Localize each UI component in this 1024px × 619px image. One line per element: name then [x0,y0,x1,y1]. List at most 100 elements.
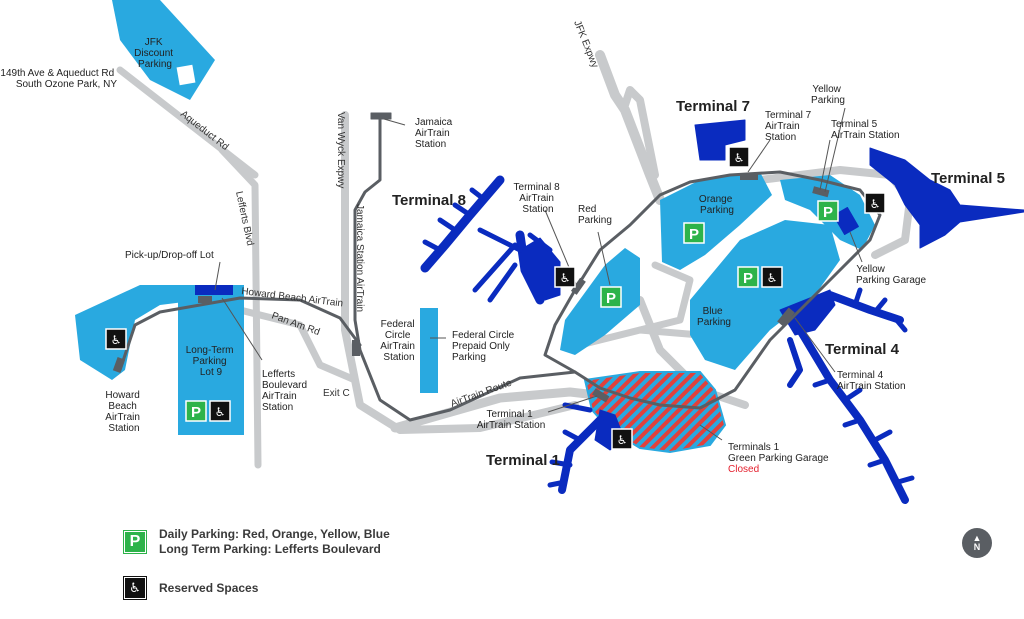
accessible-icon: ♿ [209,400,231,422]
t7-station-label: Terminal 7 AirTrain Station [765,110,814,143]
accessible-icon: ♿ [554,266,576,288]
station-markers [112,173,830,403]
legend-parking-row: P Daily Parking: Red, Orange, Yellow, Bl… [123,527,390,557]
lefferts-station-label: Lefferts Boulevard AirTrain Station [262,369,310,413]
terminal-8-building [420,175,561,305]
yellow-garage-label: Yellow Parking Garage [856,264,926,286]
jfk-expwy [595,50,665,205]
orange-lot [660,172,772,270]
green-garage-status: Closed [728,464,759,475]
terminal-7-label: Terminal 7 [676,98,750,115]
legend-reserved-row: ♿ Reserved Spaces [123,576,390,600]
address-label: 149th Ave & Aqueduct Rd South Ozone Park… [0,68,117,90]
terminal-8-label: Terminal 8 [392,192,466,209]
federal-circle-lot [420,308,438,393]
legend-reserved: Reserved Spaces [159,580,259,595]
t8-station-label: Terminal 8 AirTrain Station [514,182,563,215]
parking-icon: P [185,400,207,422]
federal-station-label: Federal Circle AirTrain Station [380,319,417,363]
t8-station-marker [570,277,586,295]
yellow-lot-label: Yellow Parking [811,84,845,106]
discount-lot-label: JFK Discount Parking [134,37,176,70]
accessible-icon: ♿ [761,266,783,288]
orange-lot-label: Orange Parking [699,194,735,216]
map-icons: P P P P P ♿ ♿ ♿ ♿ ♿ ♿ ♿ [105,146,886,450]
terminals [420,119,1024,504]
parking-icon: P [683,222,705,244]
longterm-lot-label: Long-Term Parking Lot 9 [186,345,237,378]
parking-icon: P [817,200,839,222]
t5-station-marker [812,186,830,198]
svg-text:♿: ♿ [767,271,778,285]
airport-map: P P P P P ♿ ♿ ♿ ♿ ♿ ♿ ♿ Terminal 8 Termi… [0,0,1024,504]
t5-station-label: Terminal 5 AirTrain Station [831,119,900,141]
north-arrow-glyph: ▲ [972,533,982,543]
red-lot [560,248,640,355]
legend: P Daily Parking: Red, Orange, Yellow, Bl… [123,527,390,619]
blue-lot [690,220,840,370]
accessible-icon: ♿ [123,576,147,600]
svg-text:P: P [743,270,753,287]
central-loop-3 [636,261,694,334]
north-arrow-icon: ▲ N [962,528,992,558]
legend-parking-text: Daily Parking: Red, Orange, Yellow, Blue… [159,527,390,557]
t4-station-marker [777,307,795,327]
t1-station-marker [592,388,610,403]
accessible-icon: ♿ [728,146,750,168]
pickup-lot [195,285,233,295]
pan-am-rd-label: Pan Am Rd [270,310,321,338]
federal-station-marker [352,340,360,356]
howard-beach-lot [75,285,200,380]
green-garage-label: Terminals 1 Green Parking Garage [728,442,829,464]
discount-lot-white [176,64,196,86]
blue-lot-label: Blue Parking [697,306,731,328]
exit-c-label: Exit C [323,388,350,399]
svg-text:P: P [606,290,616,307]
svg-text:P: P [689,226,699,243]
jfk-expwy-label: JFK Expwy [571,19,600,69]
t4-station-label: Terminal 4 AirTrain Station [837,370,906,392]
aqueduct-rd-label: Aqueduct Rd [178,109,230,153]
parking-icon: P [737,266,759,288]
terminal-4-label: Terminal 4 [825,341,900,358]
t7-station-marker [740,173,758,180]
terminal-5-building [869,147,1024,249]
federal-prepaid-label: Federal Circle Prepaid Only Parking [452,330,517,363]
pickup-lot-label: Pick-up/Drop-off Lot [125,250,214,261]
north-label: N [973,542,981,552]
howard-station-marker [112,357,126,373]
legend-longterm: Long Term Parking: Lefferts Boulevard [159,542,381,556]
t1-station-label: Terminal 1 AirTrain Station [477,409,546,431]
yellow-parking-garage [833,206,859,236]
airtrain-howard [118,296,362,372]
svg-text:P: P [191,404,201,421]
jfk-expwy-ramp [621,86,659,179]
howard-station-label: Howard Beach AirTrain Station [105,390,142,434]
parking-icon: P [600,286,622,308]
terminal-5-label: Terminal 5 [931,170,1005,187]
parking-lots [75,0,875,454]
jamaica-station-label: Jamaica AirTrain Station [415,117,455,150]
legend-daily: Daily Parking: Red, Orange, Yellow, Blue [159,527,390,541]
svg-text:♿: ♿ [617,433,628,447]
parking-icon: P [123,530,147,554]
accessible-icon: ♿ [611,428,633,450]
van-wyck-label: Van Wyck Expwy [335,112,346,188]
svg-text:♿: ♿ [111,333,122,347]
svg-text:♿: ♿ [215,405,226,419]
pan-am-rd [196,296,359,384]
terminal-1-label: Terminal 1 [486,452,560,469]
svg-text:♿: ♿ [870,197,881,211]
jamaica-airtrain-label: Jamaica Station AirTrain [354,204,365,312]
airtrain-loop [543,170,882,410]
jamaica-station-bar [370,112,392,120]
accessible-icon: ♿ [864,192,886,214]
lefferts-blvd [218,146,262,469]
lefferts-station-marker [198,296,212,303]
terminal-4-building [779,287,915,504]
terminal-7-building [694,119,746,161]
red-lot-label: Red Parking [578,204,612,226]
van-wyck-expwy [341,111,579,434]
svg-text:P: P [823,204,833,221]
accessible-icon: ♿ [105,328,127,350]
